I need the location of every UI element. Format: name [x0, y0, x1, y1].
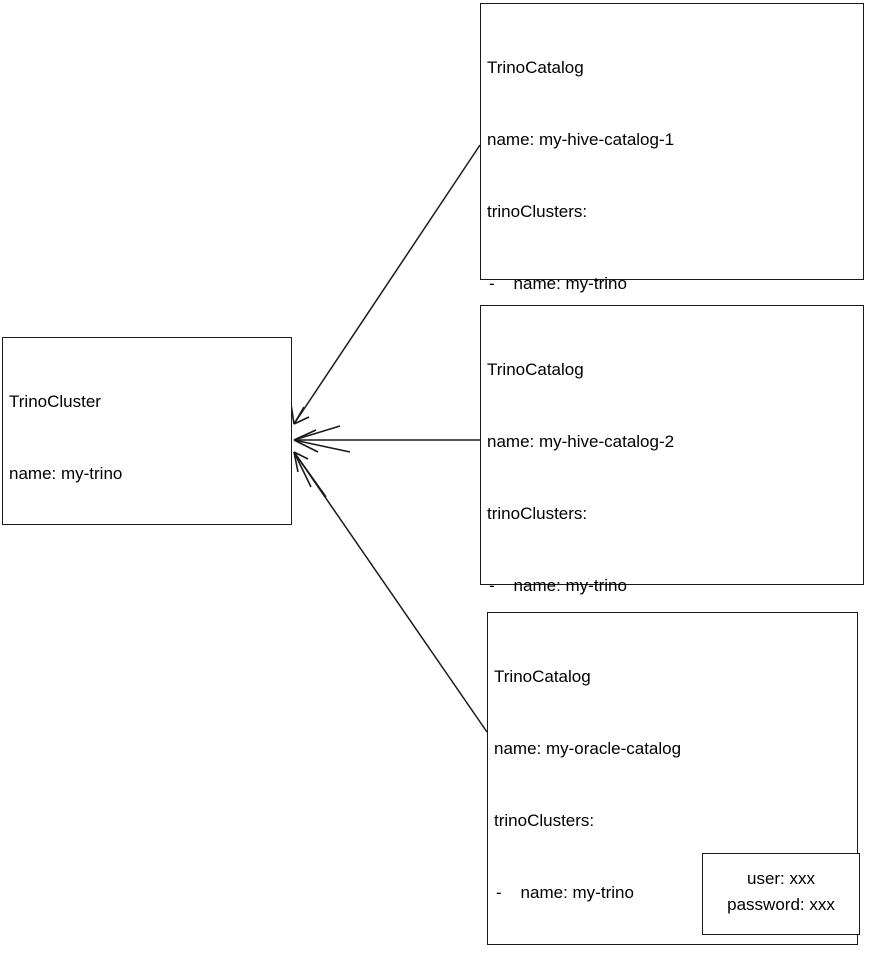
node-credentials-secret[interactable]: user: xxx password: xxx	[702, 853, 860, 935]
yaml-line: name: my-hive-catalog-2	[487, 432, 675, 451]
yaml-line: trinoClusters:	[487, 202, 588, 221]
edge-catalog-hive-1-to-cluster	[290, 144, 481, 425]
node-trino-catalog-hive-2[interactable]: TrinoCatalog name: my-hive-catalog-2 tri…	[480, 305, 864, 883]
yaml-line: name: my-trino	[9, 464, 123, 483]
yaml-line: TrinoCatalog	[487, 58, 584, 77]
node-trino-catalog-oracle-text: TrinoCatalog name: my-oracle-catalog tri…	[494, 617, 855, 954]
secret-line-user: user: xxx	[746, 869, 816, 888]
node-trino-cluster[interactable]: TrinoCluster name: my-trino	[2, 337, 292, 525]
yaml-line: TrinoCatalog	[487, 360, 584, 379]
node-credentials-secret-text: user: xxx password: xxx	[703, 866, 859, 918]
yaml-line: TrinoCatalog	[494, 667, 591, 686]
yaml-line: TrinoCluster	[9, 392, 101, 411]
yaml-line: name: my-oracle-catalog	[494, 739, 682, 758]
node-trino-cluster-text: TrinoCluster name: my-trino	[9, 342, 289, 534]
node-trino-catalog-hive-1[interactable]: TrinoCatalog name: my-hive-catalog-1 tri…	[480, 3, 864, 653]
edge-catalog-oracle-to-cluster	[293, 451, 488, 733]
yaml-line: name: my-hive-catalog-1	[487, 130, 675, 149]
edge-catalog-hive-2-to-cluster	[293, 425, 480, 453]
secret-line-password: password: xxx	[727, 895, 835, 914]
yaml-line: trinoClusters:	[487, 504, 588, 523]
yaml-line: - name: my-trino	[489, 274, 627, 293]
yaml-line: trinoClusters:	[494, 811, 595, 830]
yaml-line: - name: my-trino	[496, 883, 634, 902]
yaml-line: - name: my-trino	[489, 576, 627, 595]
